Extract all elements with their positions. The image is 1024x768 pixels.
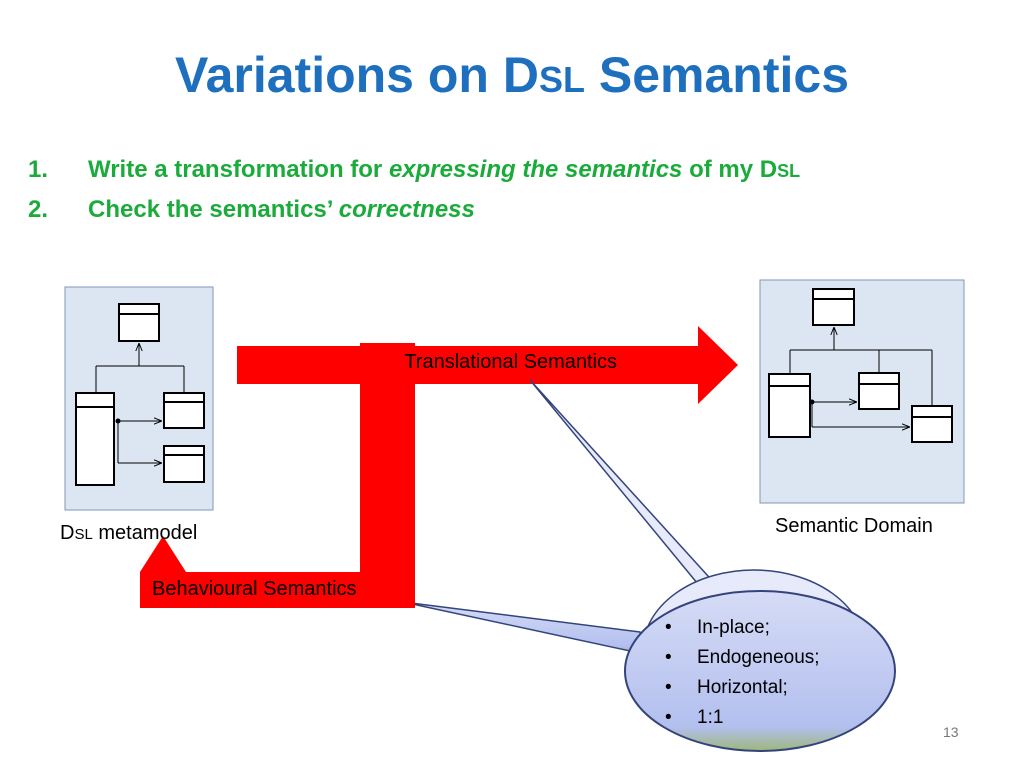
step-1-number: 1. [28,156,49,183]
callout-item: •In-place; [665,617,770,638]
step-2-number: 2. [28,196,49,223]
step-2-text: Check the semantics’ correctness [88,196,475,223]
callout-list: •In-place; •Endogeneous; •Horizontal; •1… [665,613,820,733]
semantic-domain-label: Semantic Domain [775,515,933,537]
slide-title: Variations on DSL Semantics [175,47,849,103]
semantic-domain-class-diagram-icon [768,288,953,443]
translational-semantics-label: Translational Semantics [404,351,617,373]
behavioural-semantics-label: Behavioural Semantics [152,578,357,600]
callout-item: •1:1 [665,707,724,728]
dsl-metamodel-label: DSL metamodel [60,522,198,544]
translational-semantics-arrow [237,326,738,404]
step-1-text: Write a transformation for expressing th… [88,156,801,183]
callout-item: •Horizontal; [665,677,788,698]
callout-bubble [402,379,896,752]
semantic-domain-panel [759,279,965,504]
dsl-metamodel-panel [64,286,214,511]
callout-item: •Endogeneous; [665,647,820,668]
metamodel-class-diagram-icon [75,303,205,486]
slide-number: 13 [943,724,959,740]
